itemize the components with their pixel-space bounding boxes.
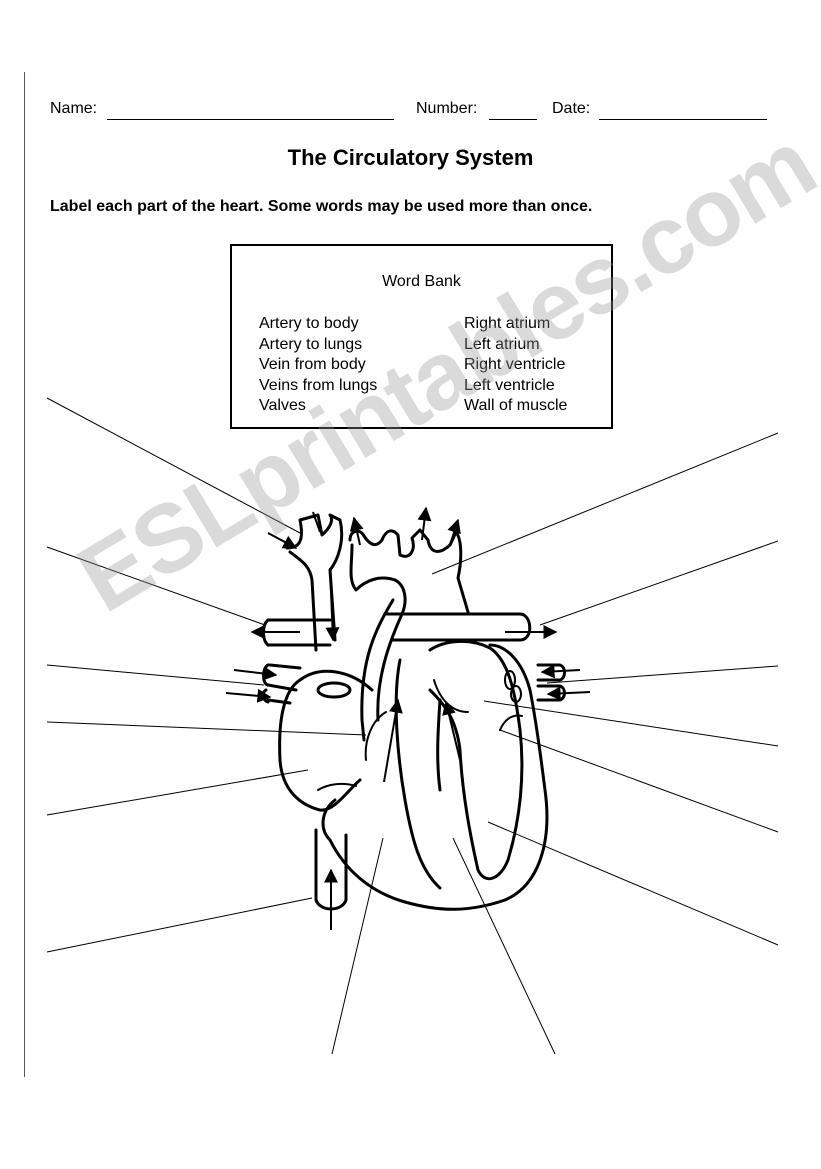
word-bank-item: Right atrium xyxy=(464,315,551,332)
label-line[interactable] xyxy=(331,837,384,1055)
word-bank-item: Valves xyxy=(259,397,306,414)
word-bank-item: Veins from lungs xyxy=(259,376,378,394)
heart-outline xyxy=(261,513,566,911)
label-line[interactable] xyxy=(546,665,779,684)
flow-arrow xyxy=(349,516,364,546)
label-line[interactable] xyxy=(46,397,301,534)
flow-arrow xyxy=(325,567,340,642)
label-line[interactable] xyxy=(539,540,779,626)
flow-arrow xyxy=(233,666,278,681)
label-line[interactable] xyxy=(46,897,313,953)
flow-arrow xyxy=(383,698,403,783)
word-bank-item: Artery to body xyxy=(259,315,359,332)
instructions-text: Label each part of the heart. Some words… xyxy=(50,198,593,215)
word-bank-left-column: Artery to body Artery to lungs Vein from… xyxy=(259,314,377,417)
page-title: The Circulatory System xyxy=(287,145,534,170)
word-bank-title: Word Bank xyxy=(382,273,461,290)
word-bank-right-column: Right atrium Left atrium Right ventricle… xyxy=(464,314,567,417)
label-line[interactable] xyxy=(46,721,367,736)
word-bank-item: Left ventricle xyxy=(464,376,555,394)
flow-arrow xyxy=(442,700,461,761)
number-label: Number: xyxy=(416,100,478,117)
flow-arrow xyxy=(546,686,591,701)
flow-arrow xyxy=(225,688,272,703)
label-lines-right xyxy=(431,432,779,1055)
label-line[interactable] xyxy=(46,769,309,816)
flow-arrow xyxy=(447,518,461,546)
flow-arrow xyxy=(417,506,432,541)
name-blank[interactable] xyxy=(107,119,394,120)
word-bank-box: Word Bank Artery to body Artery to lungs… xyxy=(230,244,613,429)
label-line[interactable] xyxy=(431,432,779,575)
label-line[interactable] xyxy=(46,664,265,686)
label-line[interactable] xyxy=(483,700,779,747)
date-label: Date: xyxy=(552,100,591,117)
label-line[interactable] xyxy=(46,546,266,626)
date-blank[interactable] xyxy=(599,119,767,120)
word-bank-item: Right ventricle xyxy=(464,356,566,373)
page-margin-line xyxy=(24,72,25,1077)
word-bank-item: Vein from body xyxy=(259,356,366,373)
word-bank-item: Left atrium xyxy=(464,335,540,353)
flow-arrow xyxy=(312,511,321,533)
label-lines-left xyxy=(46,397,384,1055)
header-fields: Name: Number: Date: xyxy=(50,100,780,122)
word-bank-item: Wall of muscle xyxy=(464,397,568,414)
name-label: Name: xyxy=(50,100,98,117)
label-line[interactable] xyxy=(499,729,779,833)
number-blank[interactable] xyxy=(489,119,537,120)
flow-arrow xyxy=(540,664,581,679)
label-line[interactable] xyxy=(452,837,556,1055)
flow-arrow xyxy=(267,532,298,549)
label-line[interactable] xyxy=(487,821,779,946)
word-bank-item: Artery to lungs xyxy=(259,335,363,353)
blood-flow-arrows xyxy=(225,506,591,930)
